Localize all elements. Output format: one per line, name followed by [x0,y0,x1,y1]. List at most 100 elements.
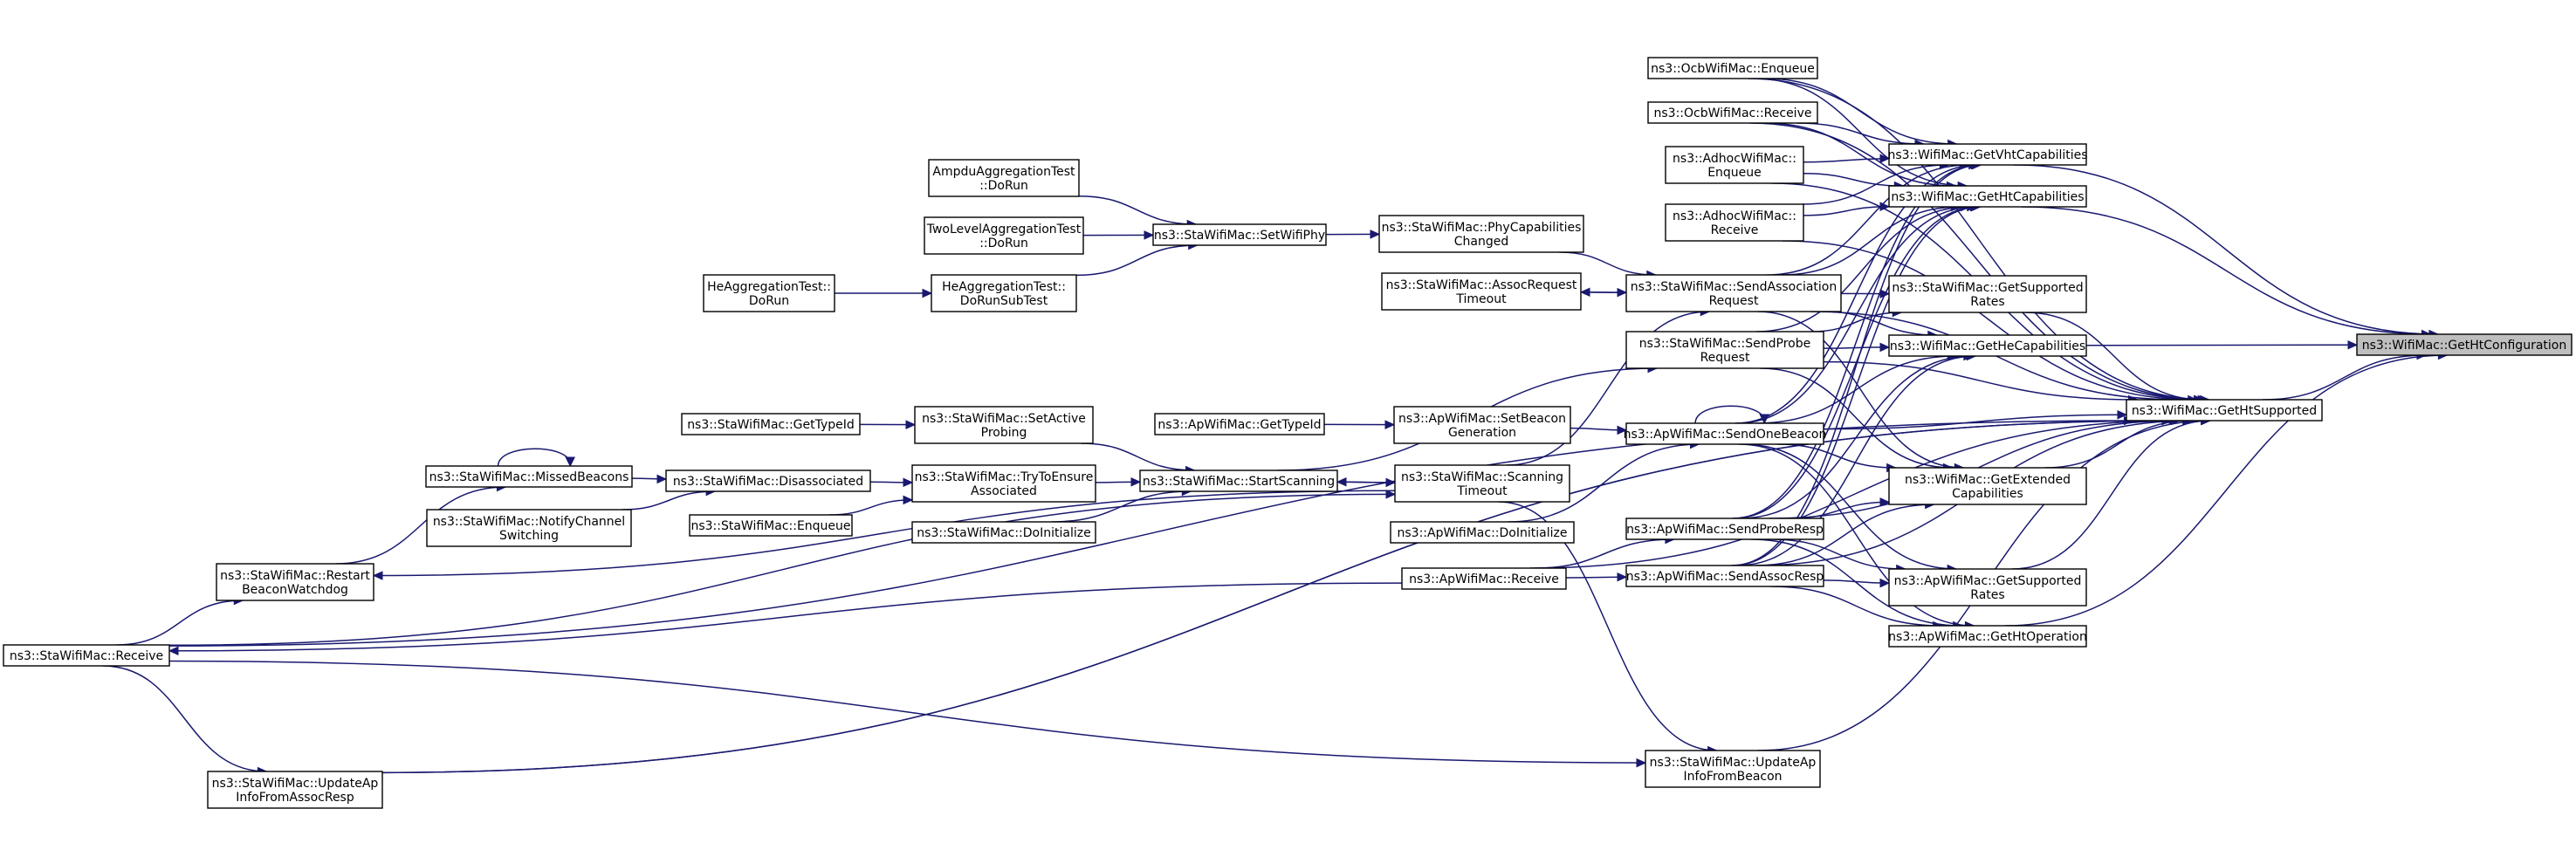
node-box [1154,413,1325,435]
node-label: Capabilities [1952,487,2023,501]
call-edge-twoLevelTest-to-setWifiPhy [1082,230,1155,240]
call-edge-getHtCap-to-target [2021,206,2432,339]
node-label: Rates [1970,588,2004,602]
call-edge-staReceive-to-scanningTimeout [168,490,1397,647]
call-edge-staReceive-to-updateApFromBeacon [168,660,1647,768]
node-label: ns3::ApWifiMac::SendAssocResp [1626,570,1824,584]
call-edge-staEnqueue-to-tryToEnsure [828,495,914,516]
node-box [1625,565,1824,587]
node-setWifiPhy[interactable]: ns3::StaWifiMac::SetWifiPhy [1152,223,1327,246]
node-box [703,274,835,312]
node-box [928,159,1080,197]
node-box [1139,470,1338,492]
node-adhocReceive[interactable]: ns3::AdhocWifiMac::Receive [1665,203,1804,242]
call-edge-scanningTimeout-to-restartBeaconWatchdog [372,490,1396,580]
node-box [1381,272,1582,311]
call-edge-sendOneBeacon-to-getHtSupported [1823,410,2128,430]
node-box [1888,625,2087,648]
node-label: ns3::OcbWifiMac::Enqueue [1651,62,1815,76]
node-label: ns3::WifiMac::GetHtCapabilities [1891,190,2084,204]
call-edge-sendOneBeacon-to-getExtCap [1777,443,1897,473]
call-edge-scanningTimeout-to-startScanning [1336,476,1396,487]
node-box [1888,185,2087,208]
call-edge-missedBeacons-to-missedBeacons [497,448,576,468]
node-getHeCap[interactable]: ns3::WifiMac::GetHeCapabilities [1888,334,2087,357]
node-staGetTypeId[interactable]: ns3::StaWifiMac::GetTypeId [681,413,861,435]
node-label: ns3::WifiMac::GetVhtCapabilities [1887,148,2087,162]
node-label: Request [1709,294,1759,308]
node-box [1625,274,1842,312]
node-apReceive[interactable]: ns3::ApWifiMac::Receive [1401,567,1567,590]
call-edge-apGetTypeId-to-setBeaconGen [1323,420,1396,429]
node-staReceive[interactable]: ns3::StaWifiMac::Receive [3,644,170,667]
node-apGetHtOp[interactable]: ns3::ApWifiMac::GetHtOperation [1888,625,2087,648]
node-label: ns3::StaWifiMac::Enqueue [690,519,850,533]
node-startScanning[interactable]: ns3::StaWifiMac::StartScanning [1139,470,1338,492]
node-label: ns3::StaWifiMac::AssocRequest [1386,278,1577,292]
node-label: Generation [1448,426,1516,440]
node-updateApFromAssocResp[interactable]: ns3::StaWifiMac::UpdateApInfoFromAssocRe… [207,771,383,809]
node-label: ns3::AdhocWifiMac:: [1673,152,1796,166]
node-label: ns3::StaWifiMac::TryToEnsure [915,470,1094,484]
node-box [3,644,170,667]
node-heTestRun[interactable]: HeAggregationTest::DoRun [703,274,835,312]
node-label: ::DoRun [979,236,1028,250]
node-sendAssocResp[interactable]: ns3::ApWifiMac::SendAssocResp [1625,565,1824,587]
call-edge-sendProbeReq-to-getHtSupported [1823,360,2139,405]
node-target[interactable]: ns3::WifiMac::GetHtConfiguration [2356,333,2573,356]
node-staDoInitialize[interactable]: ns3::StaWifiMac::DoInitialize [911,521,1096,544]
node-ampduTest[interactable]: AmpduAggregationTest::DoRun [928,159,1080,197]
node-twoLevelTest[interactable]: TwoLevelAggregationTest::DoRun [924,216,1084,255]
node-label: ns3::ApWifiMac::GetHtOperation [1888,630,2087,644]
node-box [931,274,1077,312]
node-box [207,771,383,809]
node-label: ns3::StaWifiMac::SetActive [922,412,1086,426]
node-box [216,563,374,601]
node-apDoInitialize[interactable]: ns3::ApWifiMac::DoInitialize [1390,521,1575,544]
node-getHtSupported[interactable]: ns3::WifiMac::GetHtSupported [2126,399,2323,422]
node-heTestSub[interactable]: HeAggregationTest::DoRunSubTest [931,274,1077,312]
node-apGetTypeId[interactable]: ns3::ApWifiMac::GetTypeId [1154,413,1325,435]
node-label: HeAggregationTest:: [942,280,1066,294]
node-label: DoRun [749,294,789,308]
node-label: ns3::ApWifiMac::SetBeacon [1398,412,1566,426]
node-getVht[interactable]: ns3::WifiMac::GetVhtCapabilities [1887,143,2088,166]
node-sendOneBeacon[interactable]: ns3::ApWifiMac::SendOneBeacon [1624,422,1827,445]
node-label: ns3::ApWifiMac::GetSupported [1894,574,2082,588]
node-box [689,514,853,537]
node-box [1647,57,1818,79]
node-box [2126,399,2323,422]
node-ocbReceive[interactable]: ns3::OcbWifiMac::Receive [1647,101,1818,124]
node-box [1665,203,1804,242]
node-getHtCap[interactable]: ns3::WifiMac::GetHtCapabilities [1888,185,2087,208]
node-label: InfoFromBeacon [1683,770,1782,784]
node-ocbEnqueue[interactable]: ns3::OcbWifiMac::Enqueue [1647,57,1818,79]
node-staEnqueue[interactable]: ns3::StaWifiMac::Enqueue [689,514,853,537]
call-edge-assocReqTimeout-to-sendAssocReq [1580,287,1628,298]
node-label: Timeout [1455,292,1507,306]
node-disassociated[interactable]: ns3::StaWifiMac::Disassociated [665,470,871,492]
call-edge-setBeaconGen-to-sendOneBeacon [1570,425,1628,435]
node-adhocEnqueue[interactable]: ns3::AdhocWifiMac::Enqueue [1665,146,1804,184]
node-box [1625,422,1824,445]
node-missedBeacons[interactable]: ns3::StaWifiMac::MissedBeacons [425,465,633,488]
node-sendProbeResp[interactable]: ns3::ApWifiMac::SendProbeResp [1625,518,1824,540]
node-box [914,406,1094,444]
node-box [425,465,633,488]
node-box [911,464,1096,503]
